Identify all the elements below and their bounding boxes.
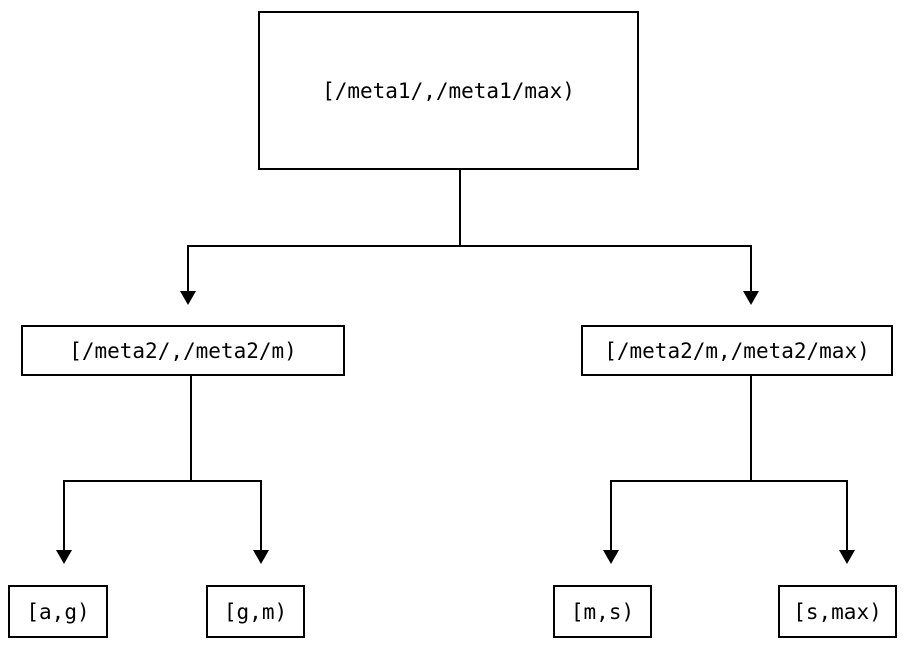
node-root[interactable]: [/meta1/,/meta1/max) [258,11,639,170]
edge-mid-right-crossbar [610,480,848,482]
arrow-down-icon-leaf3 [603,550,619,564]
edge-mid-left-to-leaf2-drop [260,480,262,550]
node-leaf-m-s[interactable]: [m,s) [553,585,652,638]
arrow-down-icon-mid-left [180,291,196,305]
edge-mid-left-crossbar [63,480,262,482]
arrow-down-icon-leaf4 [839,550,855,564]
node-mid-right-label: [/meta2/m,/meta2/max) [604,338,870,363]
edge-mid-left-stem [190,376,192,481]
edge-root-to-mid-left-drop [187,245,189,291]
edge-root-crossbar [187,245,752,247]
node-mid-right[interactable]: [/meta2/m,/meta2/max) [581,325,893,376]
arrow-down-icon-mid-right [743,291,759,305]
edge-mid-right-to-leaf4-drop [846,480,848,550]
edge-mid-left-to-leaf1-drop [63,480,65,550]
node-leaf-a-g-label: [a,g) [26,599,90,624]
arrow-down-icon-leaf1 [56,550,72,564]
node-mid-left[interactable]: [/meta2/,/meta2/m) [21,325,345,376]
node-leaf-a-g[interactable]: [a,g) [8,585,108,638]
node-leaf-s-max-label: [s,max) [793,599,882,624]
node-leaf-g-m-label: [g,m) [223,599,288,624]
edge-mid-right-stem [750,376,752,481]
node-leaf-m-s-label: [m,s) [570,599,635,624]
edge-root-to-mid-right-drop [750,245,752,291]
node-mid-left-label: [/meta2/,/meta2/m) [69,338,297,363]
edge-mid-right-to-leaf3-drop [610,480,612,550]
edge-root-stem [459,170,461,247]
node-leaf-s-max[interactable]: [s,max) [778,585,897,638]
arrow-down-icon-leaf2 [253,550,269,564]
node-root-label: [/meta1/,/meta1/max) [322,78,575,103]
node-leaf-g-m[interactable]: [g,m) [206,585,305,638]
